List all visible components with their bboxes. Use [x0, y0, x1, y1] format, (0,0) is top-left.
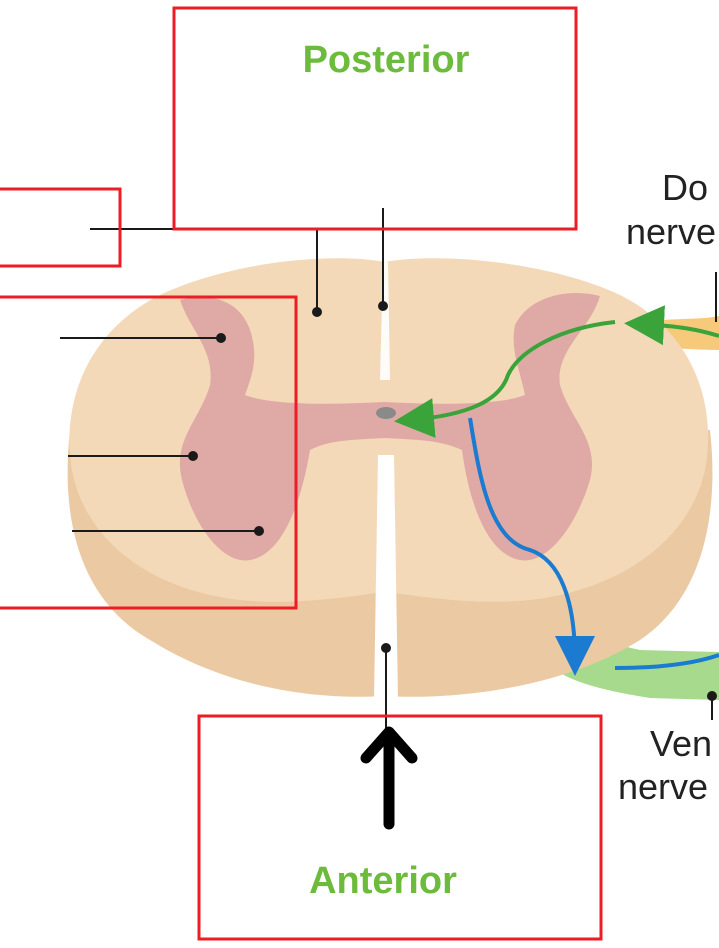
motor-arrow-ventral-root: [614, 653, 719, 670]
label-boxes: [0, 6, 603, 941]
sensory-arrow-to-canal: [394, 320, 616, 438]
posterior-label-box: [172, 6, 578, 231]
left-gray-matter-label-box: [0, 295, 298, 610]
left-upper-label-box: [0, 187, 122, 268]
posterior-label: Posterior: [303, 39, 470, 81]
anterior-label: Anterior: [309, 860, 457, 902]
anterior-pointer-arrow: [360, 726, 418, 830]
motor-arrow-down: [468, 417, 595, 676]
ventral-root-label-line2: nerve: [618, 766, 708, 807]
dorsal-root-label-line1: Do: [662, 167, 708, 208]
gray-matter: [179, 292, 601, 561]
sensory-arrow-dorsal-root: [624, 305, 719, 346]
central-canal: [376, 407, 396, 419]
ventral-root-label-line1: Ven: [650, 723, 712, 764]
dorsal-root-label-line2: nerve: [626, 211, 716, 252]
anterior-label-box: [197, 714, 603, 941]
anterior-median-fissure: [374, 455, 398, 700]
